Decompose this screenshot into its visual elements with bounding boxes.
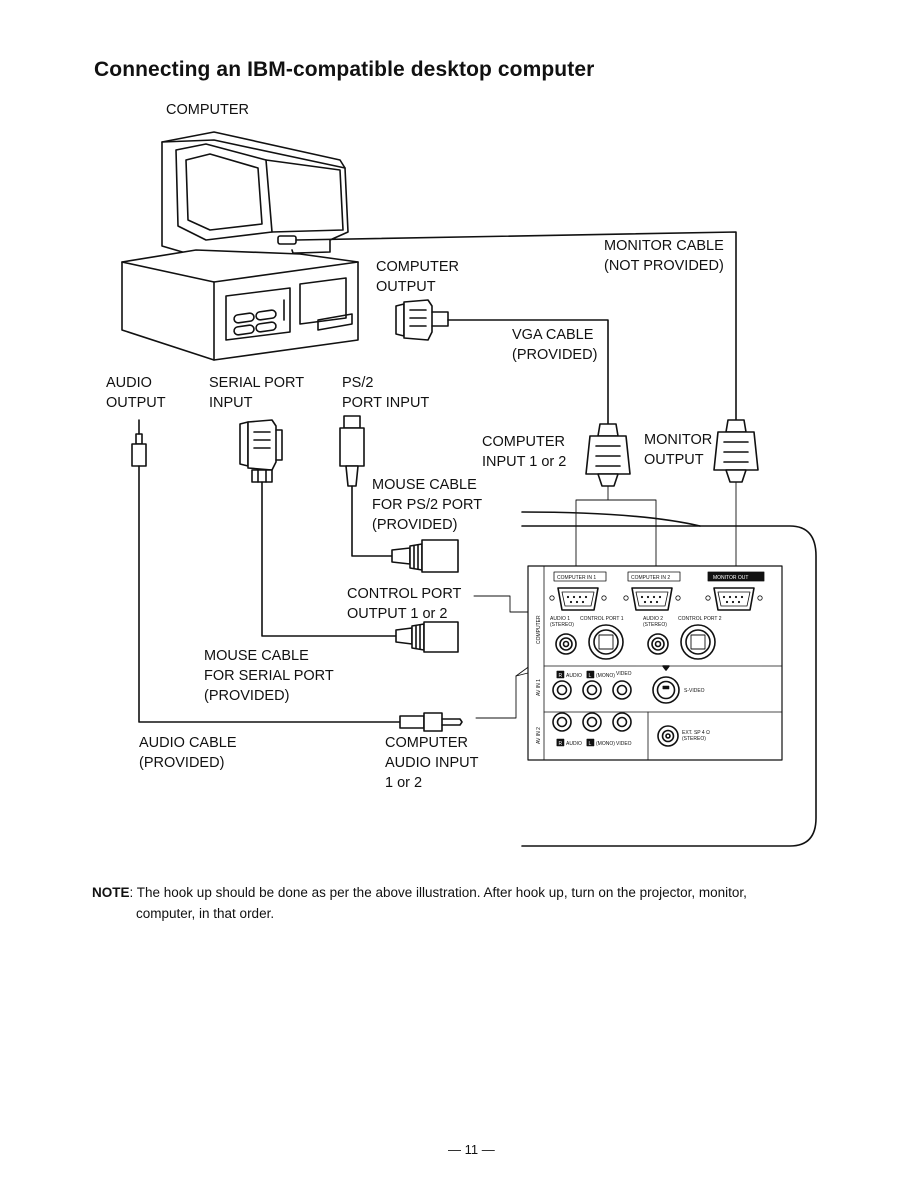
- control-plug-serial: [395, 621, 459, 653]
- audio-plug-computer: [131, 419, 147, 467]
- panel-label-mono-av1: (MONO): [596, 673, 615, 679]
- vga-cable: [447, 319, 609, 425]
- serial-port-connector: [239, 419, 283, 483]
- label-computer-output: COMPUTER OUTPUT: [376, 259, 459, 295]
- serial-mouse-cable: [261, 481, 397, 637]
- label-monitor-output: MONITOR OUTPUT: [644, 432, 713, 468]
- ps2-connector: [339, 415, 365, 487]
- label-computer: COMPUTER: [166, 102, 249, 118]
- ps2-mouse-cable: [351, 485, 393, 557]
- panel-label-av-in-1: AV IN 1: [536, 679, 542, 696]
- panel-label-stereo-ext: (STEREO): [682, 736, 706, 742]
- panel-label-control-port-1: CONTROL PORT 1: [580, 616, 624, 622]
- label-mouse-cable-serial: MOUSE CABLE FOR SERIAL PORT (PROVIDED): [204, 648, 334, 704]
- label-mouse-cable-ps2: MOUSE CABLE FOR PS/2 PORT (PROVIDED): [372, 477, 483, 533]
- page-title: Connecting an IBM-compatible desktop com…: [94, 58, 595, 81]
- computer-illustration: [121, 131, 359, 361]
- panel-label-monitor-out: MONITOR OUT: [713, 575, 748, 581]
- panel-label-audio-1: AUDIO 1: [550, 616, 570, 622]
- panel-label-stereo-1: (STEREO): [550, 622, 574, 628]
- panel-label-audio-av2: AUDIO: [566, 741, 582, 747]
- label-control-port-output: CONTROL PORT OUTPUT 1 or 2: [347, 586, 462, 622]
- panel-label-av-in-2: AV IN 2: [536, 727, 542, 744]
- panel-badge-r-2: R: [559, 741, 563, 747]
- panel-label-video-av2: VIDEO: [616, 741, 632, 747]
- panel-label-computer-in-1: COMPUTER IN 1: [557, 575, 596, 581]
- vga-plug-computer-input: [585, 423, 631, 487]
- panel-badge-l-2: L: [589, 741, 592, 747]
- panel-label-computer: COMPUTER: [536, 615, 542, 644]
- panel-label-video-av1: VIDEO: [616, 671, 632, 677]
- note-line-2: computer, in that order.: [136, 906, 275, 921]
- label-audio-cable: AUDIO CABLE (PROVIDED): [139, 735, 237, 771]
- label-serial-port-input: SERIAL PORT INPUT: [209, 375, 305, 411]
- monitor-cable: [295, 231, 737, 421]
- label-computer-input: COMPUTER INPUT 1 or 2: [482, 434, 567, 470]
- control-plug-ps2: [391, 539, 459, 573]
- label-computer-audio-input: COMPUTER AUDIO INPUT 1 or 2: [385, 735, 479, 791]
- panel-label-computer-in-2: COMPUTER IN 2: [631, 575, 670, 581]
- panel-label-audio-2: AUDIO 2: [643, 616, 663, 622]
- label-audio-output: AUDIO OUTPUT: [106, 375, 166, 411]
- label-monitor-cable: MONITOR CABLE (NOT PROVIDED): [604, 238, 724, 274]
- terminal-panel: [527, 565, 783, 761]
- audio-cable: [138, 465, 401, 723]
- vga-plug-monitor-output: [713, 419, 759, 483]
- panel-badge-l-1: L: [589, 673, 592, 679]
- panel-label-s-video: S-VIDEO: [684, 688, 705, 694]
- note-label: NOTE: [92, 885, 130, 900]
- panel-label-control-port-2: CONTROL PORT 2: [678, 616, 722, 622]
- panel-label-ext-sp: EXT. SP 4 Ω: [682, 730, 710, 736]
- panel-badge-r-1: R: [559, 673, 563, 679]
- note-line-1: : The hook up should be done as per the …: [129, 885, 747, 900]
- panel-label-stereo-2: (STEREO): [643, 622, 667, 628]
- label-vga-cable: VGA CABLE (PROVIDED): [512, 327, 598, 363]
- page-number: — 11 —: [448, 1142, 495, 1157]
- audio-plug-projector: [399, 712, 463, 732]
- panel-label-audio-av1: AUDIO: [566, 673, 582, 679]
- note-paragraph: NOTE: The hook up should be done as per …: [92, 882, 852, 924]
- vga-connector-computer-output: [395, 299, 449, 341]
- panel-label-mono-av2: (MONO): [596, 741, 615, 747]
- projector-outline: [521, 511, 817, 847]
- label-ps2-port-input: PS/2 PORT INPUT: [342, 375, 430, 411]
